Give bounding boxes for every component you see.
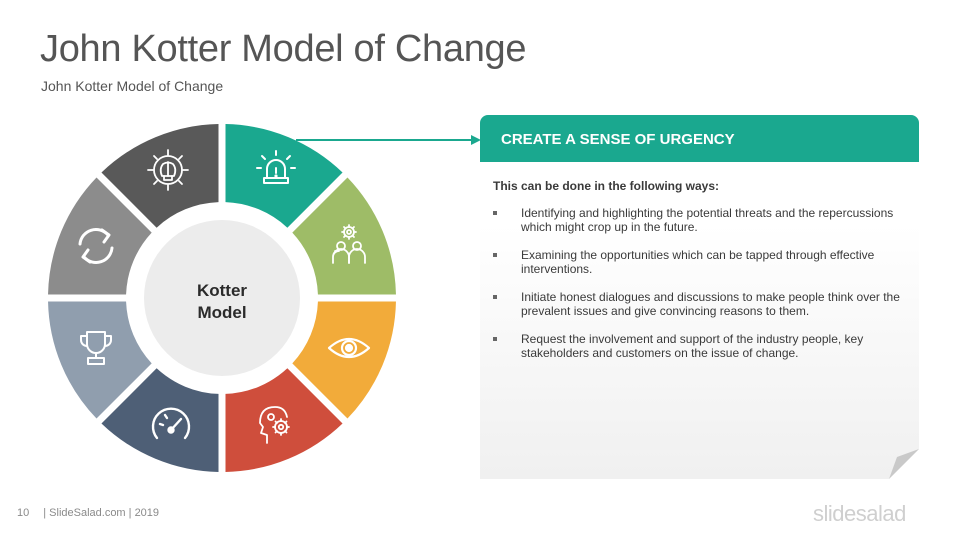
refresh-icon — [78, 228, 114, 264]
brand-logo: slidesalad — [813, 501, 906, 526]
speedometer-icon — [151, 407, 191, 440]
page-number: 10 — [17, 507, 30, 519]
bullet-icon — [493, 211, 497, 215]
eye-icon — [327, 337, 371, 359]
bullet-icon — [493, 253, 497, 257]
bullet-text: Identifying and highlighting the potenti… — [521, 206, 894, 234]
bullet-list: Identifying and highlighting the potenti… — [493, 206, 913, 374]
page-title: John Kotter Model of Change — [40, 28, 527, 70]
bullet-text: Request the involvement and support of t… — [521, 332, 864, 360]
list-item: Examining the opportunities which can be… — [493, 248, 913, 276]
content-panel: CREATE A SENSE OF URGENCY This can be do… — [480, 115, 919, 479]
brain-gear-icon — [147, 149, 189, 191]
list-item: Initiate honest dialogues and discussion… — [493, 290, 913, 318]
wheel-segment-5 — [101, 368, 219, 472]
panel-intro: This can be done in the following ways: — [493, 179, 720, 193]
connector-arrowhead — [471, 135, 481, 145]
wheel-segment-4 — [225, 368, 343, 472]
bullet-text: Examining the opportunities which can be… — [521, 248, 875, 276]
list-item: Identifying and highlighting the potenti… — [493, 206, 913, 234]
head-gear-icon — [259, 406, 290, 444]
footer-credit: | SlideSalad.com | 2019 — [43, 507, 160, 519]
wheel-center-line1: Kotter — [197, 281, 247, 300]
alarm-icon — [256, 150, 296, 184]
page-curl-icon — [889, 449, 919, 479]
wheel-segment-3 — [292, 301, 396, 419]
bullet-icon — [493, 295, 497, 299]
wheel-center-line2: Model — [197, 303, 246, 322]
wheel-segment-7 — [48, 177, 152, 295]
bullet-text: Initiate honest dialogues and discussion… — [521, 290, 900, 318]
wheel-segment-6 — [48, 301, 152, 419]
panel-header: CREATE A SENSE OF URGENCY — [480, 115, 919, 162]
bullet-icon — [493, 337, 497, 341]
trophy-icon — [80, 331, 112, 365]
team-gear-icon — [332, 224, 366, 264]
footer: 10 | SlideSalad.com | 2019 — [17, 507, 159, 519]
wheel-segment-8 — [101, 124, 219, 228]
page-subtitle: John Kotter Model of Change — [41, 78, 224, 94]
list-item: Request the involvement and support of t… — [493, 332, 913, 360]
wheel-center — [144, 220, 300, 376]
